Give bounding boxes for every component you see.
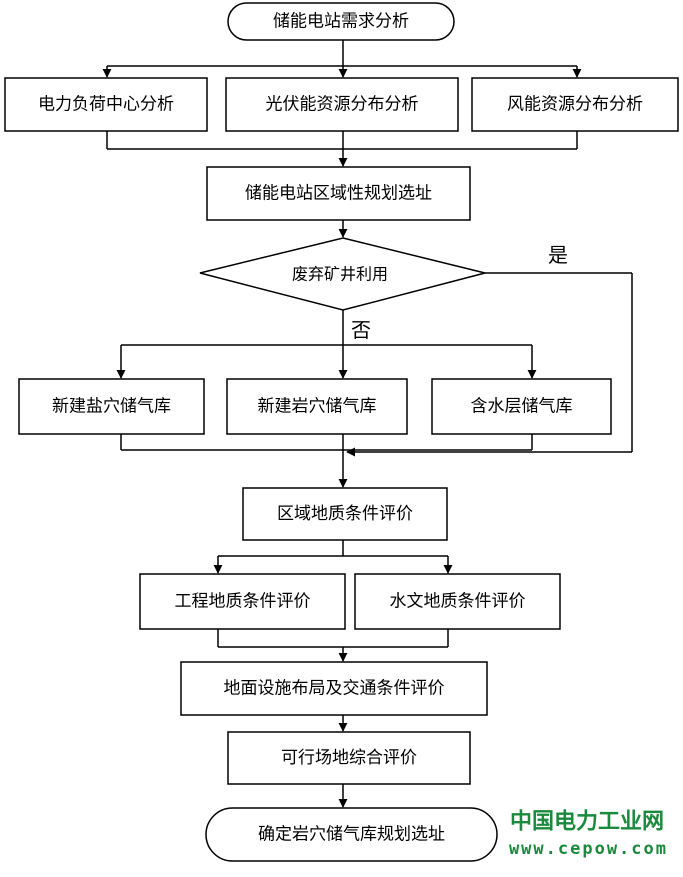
site-evaluation-label: 可行场地综合评价 <box>281 748 417 768</box>
wind-resource-label: 风能资源分布分析 <box>507 95 643 115</box>
rock-cavern-label: 新建岩穴储气库 <box>258 397 377 417</box>
facility-layout-box: 地面设施布局及交通条件评价 <box>180 661 488 716</box>
end-node-label: 确定岩穴储气库规划选址 <box>258 825 445 845</box>
regional-planning-label: 储能电站区域性规划选址 <box>245 184 432 204</box>
end-node: 确定岩穴储气库规划选址 <box>205 807 498 862</box>
site-evaluation-box: 可行场地综合评价 <box>227 731 471 785</box>
wind-resource-box: 风能资源分布分析 <box>471 77 679 132</box>
salt-cavern-box: 新建盐穴储气库 <box>18 378 205 435</box>
start-node: 储能电站需求分析 <box>227 2 455 41</box>
engineering-geology-box: 工程地质条件评价 <box>139 573 346 630</box>
salt-cavern-label: 新建盐穴储气库 <box>52 397 171 417</box>
start-node-label: 储能电站需求分析 <box>273 12 409 32</box>
hydrogeology-label: 水文地质条件评价 <box>390 592 526 612</box>
rock-cavern-box: 新建岩穴储气库 <box>226 378 408 435</box>
connectors <box>102 40 633 808</box>
load-center-box: 电力负荷中心分析 <box>4 77 208 132</box>
decision-label: 废弃矿井利用 <box>292 265 388 284</box>
regional-planning-box: 储能电站区域性规划选址 <box>206 166 471 221</box>
branch-yes-label: 是 <box>548 243 568 267</box>
watermark-name: 中国电力工业网 <box>510 810 664 835</box>
aquifer-box: 含水层储气库 <box>431 378 612 435</box>
hydrogeology-box: 水文地质条件评价 <box>354 573 561 630</box>
branch-no-label: 否 <box>351 318 371 342</box>
watermark: 中国电力工业网 www.cepow.com <box>509 810 668 860</box>
pv-resource-box: 光伏能资源分布分析 <box>225 77 459 132</box>
load-center-label: 电力负荷中心分析 <box>38 95 174 115</box>
watermark-url: www.cepow.com <box>509 839 668 859</box>
decision-diamond: 废弃矿井利用 <box>199 237 486 311</box>
facility-layout-label: 地面设施布局及交通条件评价 <box>224 679 445 699</box>
regional-geology-box: 区域地质条件评价 <box>242 487 448 541</box>
regional-geology-label: 区域地质条件评价 <box>277 504 413 524</box>
engineering-geology-label: 工程地质条件评价 <box>175 592 311 612</box>
pv-resource-label: 光伏能资源分布分析 <box>266 95 419 115</box>
aquifer-label: 含水层储气库 <box>471 397 573 417</box>
